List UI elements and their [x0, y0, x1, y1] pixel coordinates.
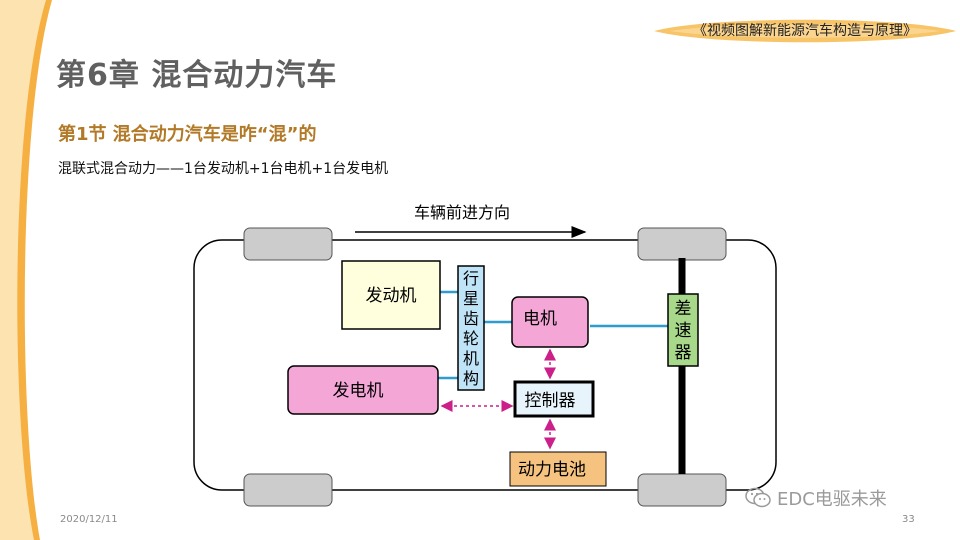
slide-subtitle: 混联式混合动力——1台发动机+1台电机+1台发电机 — [58, 161, 389, 177]
planetary-gear-box — [457, 265, 485, 391]
wheel-front-right — [637, 227, 727, 261]
direction-label: 车辆前进方向 — [414, 203, 510, 222]
wechat-icon — [745, 487, 771, 508]
generator-box — [287, 365, 439, 415]
decorative-arc — [0, 0, 52, 540]
watermark: EDC电驱未来 — [745, 485, 887, 511]
generator-label: 发电机 — [333, 381, 384, 401]
watermark-text: EDC电驱未来 — [777, 489, 887, 510]
section-title: 第1节 混合动力汽车是咋“混”的 — [58, 124, 317, 145]
motor-label: 电机 — [523, 309, 557, 329]
differential-label: 差速器 — [675, 299, 692, 363]
controller-label: 控制器 — [525, 391, 576, 411]
engine-box — [341, 260, 441, 330]
battery-label: 动力电池 — [518, 460, 586, 480]
differential-box — [667, 293, 699, 367]
page-number: 33 — [902, 514, 915, 525]
footer-date: 2020/12/11 — [60, 514, 118, 525]
planetary-label: 行星齿轮机构 — [463, 269, 479, 388]
chapter-title: 第6章 混合动力汽车 — [56, 58, 338, 93]
controller-box — [513, 380, 595, 418]
book-title: 《视频图解新能源汽车构造与原理》 — [693, 23, 917, 39]
vehicle-outline — [193, 239, 777, 491]
wheel-rear-left — [243, 473, 333, 507]
book-title-banner — [654, 19, 956, 43]
wheel-front-left — [243, 227, 333, 261]
engine-label: 发动机 — [366, 286, 417, 306]
wheel-rear-right — [637, 473, 727, 507]
battery-box — [509, 451, 607, 487]
motor-box — [511, 296, 589, 348]
